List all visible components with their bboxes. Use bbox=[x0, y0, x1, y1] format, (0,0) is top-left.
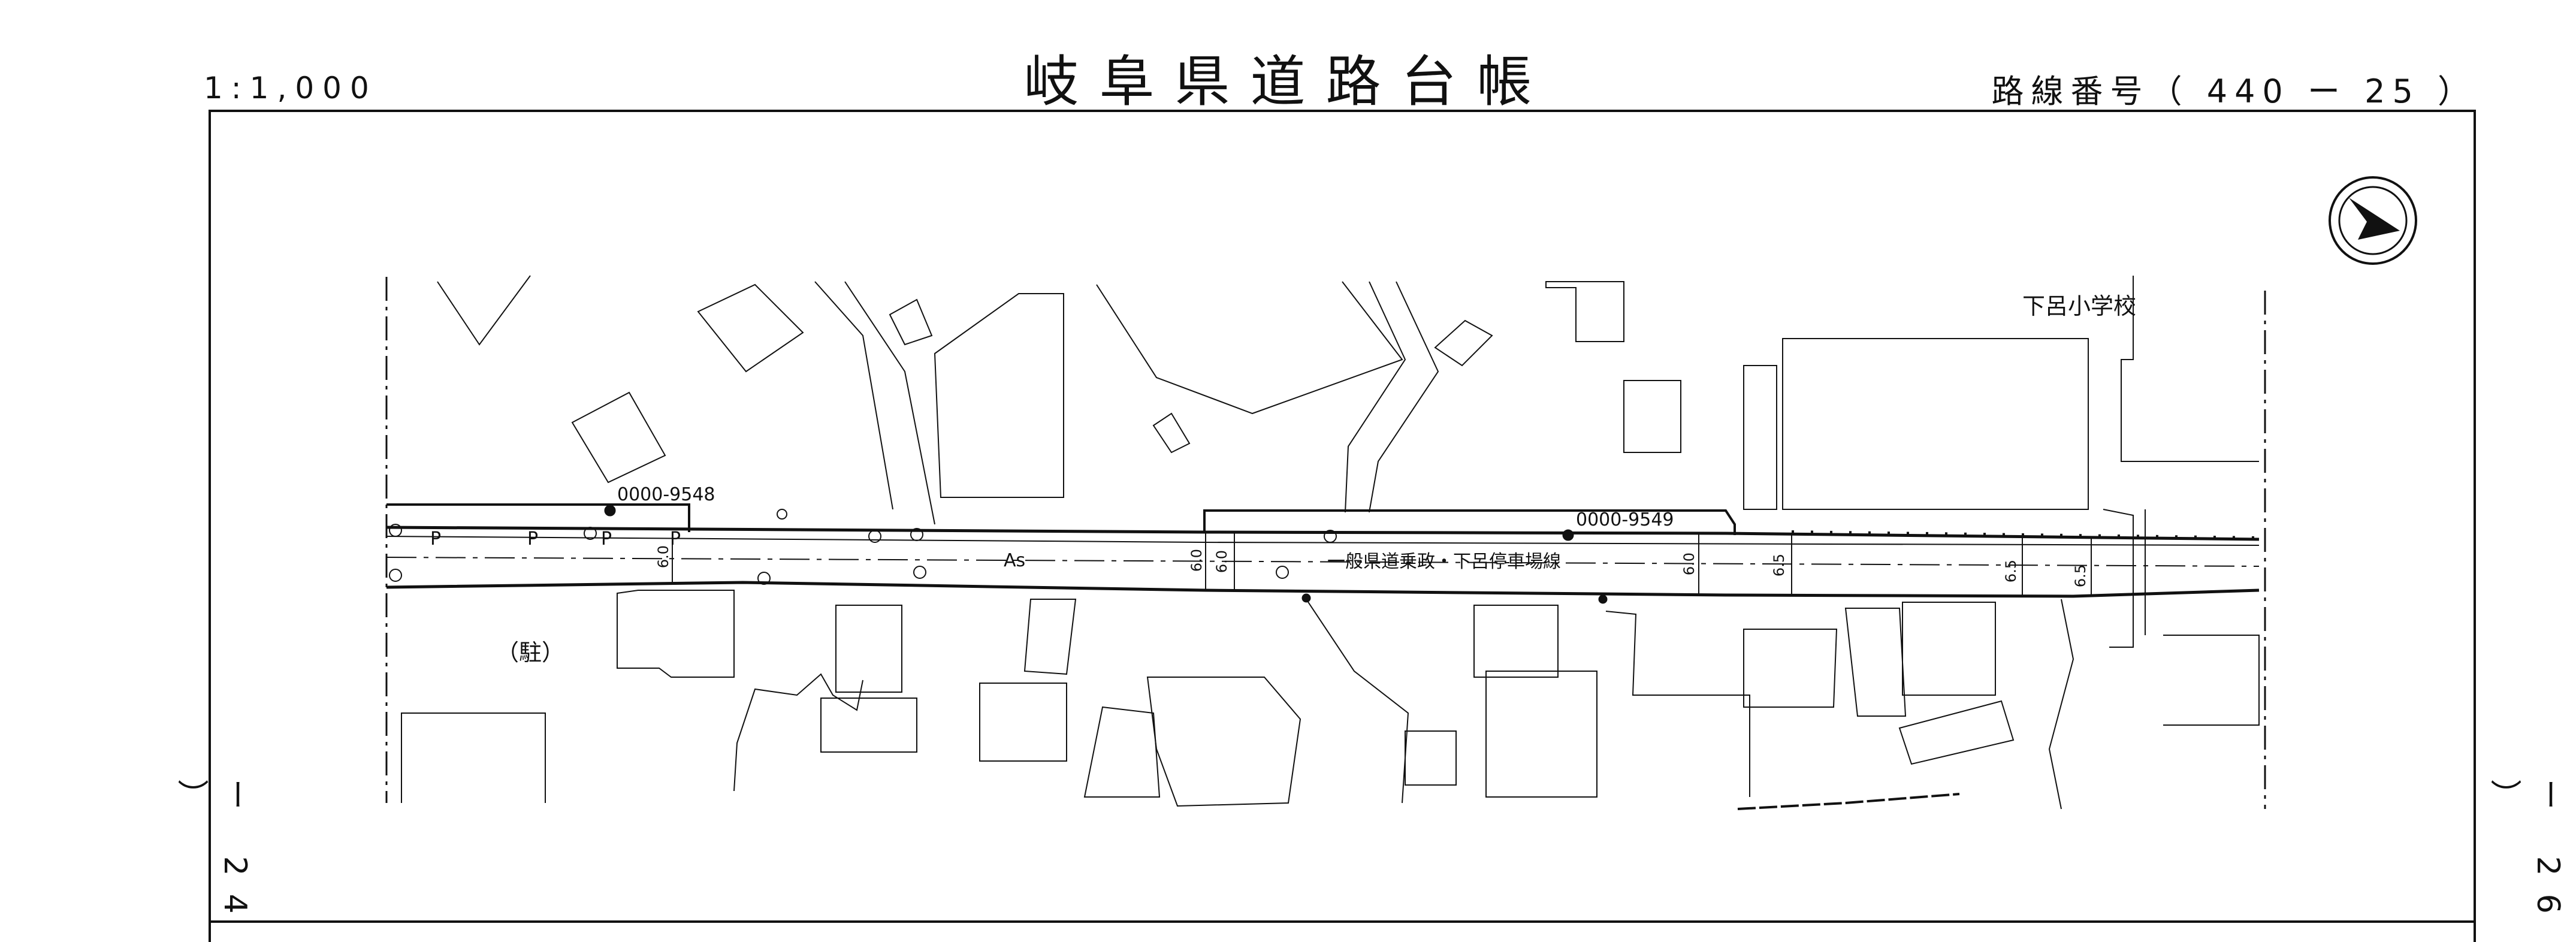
road-edge-south bbox=[386, 581, 2260, 598]
parking-label: （駐） bbox=[496, 639, 565, 666]
survey-marker-9549: 0000-9549 bbox=[1576, 509, 1674, 530]
surface-label: As bbox=[1004, 550, 1026, 571]
north-arrow-icon bbox=[2329, 176, 2417, 265]
width-ticks bbox=[672, 532, 2092, 596]
road-name-label: 一般県道乗政・下呂停車場線 bbox=[1327, 551, 1561, 572]
right-sheet-reference: ー 26 ） bbox=[2485, 779, 2566, 932]
road-symbols bbox=[389, 509, 1337, 585]
left-sheet-reference: ー 24 ） bbox=[172, 779, 253, 932]
page-title: 岐阜県道路台帳 bbox=[1023, 50, 1553, 114]
width-label-6: 6.5 bbox=[2003, 560, 2019, 583]
width-label-3: 6.0 bbox=[1213, 550, 1230, 573]
sheet-frame bbox=[209, 110, 2476, 942]
width-label-2: 6.0 bbox=[1188, 549, 1205, 572]
parking-symbol-4: P bbox=[670, 529, 681, 550]
parking-symbol-1: P bbox=[430, 529, 442, 550]
bottom-wall-line bbox=[1737, 793, 1960, 810]
sidewalk-right-rail bbox=[1791, 530, 2260, 540]
survey-dot-south-2 bbox=[1598, 594, 1608, 604]
width-label-4: 6.0 bbox=[1681, 552, 1698, 576]
parking-symbol-2: P bbox=[527, 529, 539, 550]
buildings-north bbox=[437, 275, 2259, 510]
road-edges bbox=[386, 526, 2260, 598]
survey-dot-south-1 bbox=[1301, 593, 1311, 603]
width-label-5: 6.5 bbox=[1771, 554, 1787, 577]
scale-label: 1:1,000 bbox=[204, 71, 378, 105]
survey-marker-9548-dot bbox=[604, 505, 616, 517]
road-edge-north bbox=[386, 526, 2260, 541]
road-centerline bbox=[386, 557, 2260, 567]
route-number-label: 路線番号（ 440 ー 25 ） bbox=[1991, 73, 2477, 110]
width-label-7: 6.5 bbox=[2072, 564, 2089, 588]
school-label: 下呂小学校 bbox=[2022, 293, 2137, 319]
sidewalk-middle bbox=[1203, 509, 1736, 535]
sidewalk-left bbox=[386, 503, 690, 532]
parking-symbol-3: P bbox=[601, 529, 612, 550]
survey-marker-9548: 0000-9548 bbox=[617, 484, 715, 505]
road-inner-north bbox=[386, 536, 2260, 546]
width-label-1: 6.0 bbox=[655, 545, 672, 569]
side-streets bbox=[814, 281, 2146, 648]
buildings-south bbox=[401, 590, 2260, 810]
survey-marker-9549-dot bbox=[1562, 529, 1574, 541]
